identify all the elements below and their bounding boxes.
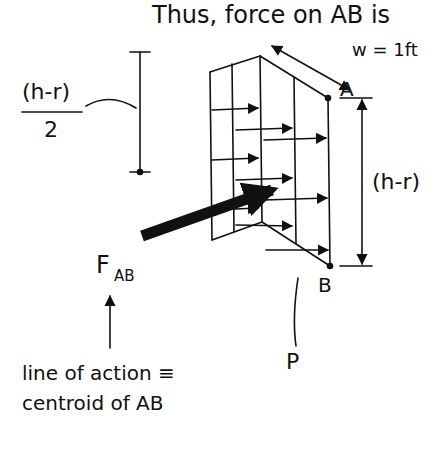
dimension-label: (h-r)	[372, 170, 420, 194]
dimension-numerator: (h-r)	[22, 80, 70, 104]
pressure-symbol: P	[286, 350, 299, 374]
point-label: A	[340, 78, 354, 100]
note-text: line of action ≡	[22, 362, 175, 384]
force-subscript: AB	[114, 268, 135, 285]
force-symbol: F	[96, 252, 110, 278]
dimension-denominator: 2	[44, 118, 58, 142]
heading-note: Thus, force on AB is	[152, 2, 390, 28]
note-text: centroid of AB	[22, 392, 163, 414]
dimension-label: w = 1ft	[352, 40, 418, 60]
point-label: B	[318, 274, 332, 296]
